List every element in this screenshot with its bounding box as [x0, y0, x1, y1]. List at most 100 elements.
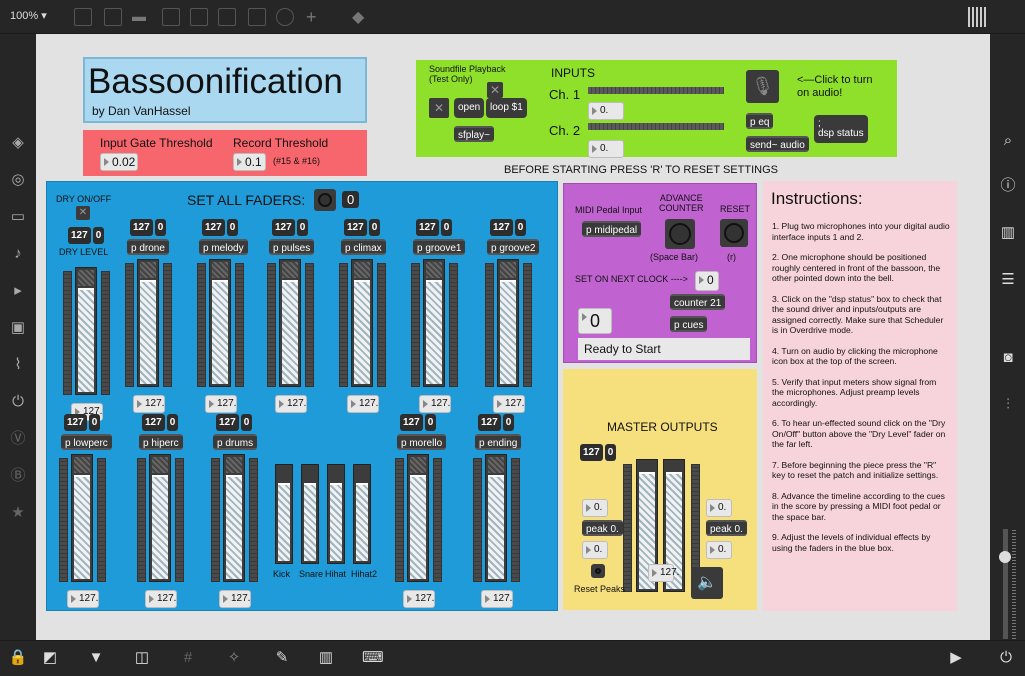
paperclip-icon[interactable]: ⌇ [14, 356, 22, 373]
row2-4-fader[interactable] [485, 454, 507, 582]
image-icon[interactable]: ▣ [10, 319, 26, 336]
v-icon[interactable]: Ⓥ [10, 430, 26, 447]
row2-1-min[interactable]: 0 [166, 414, 179, 431]
row1-5-object[interactable]: p groove1 [413, 239, 466, 255]
toggle-icon[interactable] [162, 8, 180, 26]
counter-object[interactable]: counter 21 [670, 294, 726, 310]
left-top-number[interactable]: 0. [582, 499, 608, 517]
row1-6-min[interactable]: 0 [514, 219, 527, 236]
play-icon[interactable]: ▶ [950, 649, 962, 666]
row1-3-object[interactable]: p pulses [269, 239, 315, 255]
sequence-icon[interactable]: ▸ [14, 282, 22, 299]
row1-5-min[interactable]: 0 [440, 219, 453, 236]
set-all-button[interactable] [314, 189, 336, 211]
presentation-mode-icon[interactable]: ▼ [88, 649, 104, 666]
row1-4-fader[interactable] [351, 259, 373, 387]
keyboard-icon[interactable]: ▭ [10, 208, 26, 225]
open-message[interactable]: open [454, 98, 485, 118]
drum-fader-1[interactable] [301, 464, 319, 564]
row1-6-number[interactable]: 127. [493, 395, 525, 413]
plug-icon[interactable]: ⏻ [12, 393, 24, 410]
set-all-number[interactable]: 0 [342, 191, 360, 208]
row1-3-min[interactable]: 0 [296, 219, 309, 236]
music-note-icon[interactable]: ♪ [14, 245, 22, 262]
midipedal-object[interactable]: p midipedal [582, 221, 642, 237]
left-peak-object[interactable]: peak 0. [582, 520, 623, 536]
row2-2-max[interactable]: 127 [216, 414, 239, 431]
ch1-number[interactable]: 0. [588, 102, 624, 120]
row2-3-number[interactable]: 127. [403, 590, 435, 608]
lock-icon[interactable]: 🔒 [8, 649, 28, 666]
record-threshold-number[interactable]: 0.1 [233, 153, 266, 171]
row2-0-number[interactable]: 127. [67, 590, 99, 608]
plus-icon[interactable]: + [306, 7, 317, 27]
comment-icon[interactable]: ▬ [132, 8, 146, 24]
book-icon[interactable]: ▥ [1000, 224, 1016, 241]
row1-3-fader[interactable] [279, 259, 301, 387]
object-icon[interactable] [104, 8, 122, 26]
row1-2-object[interactable]: p melody [199, 239, 248, 255]
pcues-object[interactable]: p cues [670, 316, 708, 332]
drum-fader-3[interactable] [353, 464, 371, 564]
target-icon[interactable]: ◎ [11, 171, 25, 188]
grid-toggle-icon[interactable]: # [183, 649, 193, 666]
package-icon[interactable]: ◈ [12, 134, 24, 151]
right-bottom-number[interactable]: 0. [706, 541, 732, 559]
windows-icon[interactable]: ◫ [134, 649, 150, 666]
row2-4-max[interactable]: 127 [478, 414, 501, 431]
row1-4-object[interactable]: p climax [341, 239, 386, 255]
volume-slider[interactable] [999, 529, 1011, 639]
input-gate-number[interactable]: 0.02 [100, 153, 138, 171]
right-peak-object[interactable]: peak 0. [706, 520, 747, 536]
row1-4-number[interactable]: 127. [347, 395, 379, 413]
row1-0-min[interactable]: 0 [92, 227, 105, 244]
reset-button[interactable] [720, 219, 748, 247]
row2-3-min[interactable]: 0 [424, 414, 437, 431]
row2-1-max[interactable]: 127 [142, 414, 165, 431]
row2-3-object[interactable]: p morello [397, 434, 447, 450]
row1-5-number[interactable]: 127. [419, 395, 451, 413]
row2-2-min[interactable]: 0 [240, 414, 253, 431]
row2-0-object[interactable]: p lowperc [61, 434, 112, 450]
master-level-number[interactable]: 127. [648, 564, 679, 582]
b-icon[interactable]: Ⓑ [10, 467, 26, 484]
master-pair-min[interactable]: 0 [604, 444, 617, 461]
row1-1-number[interactable]: 127. [133, 395, 165, 413]
row1-5-max[interactable]: 127 [416, 219, 439, 236]
row1-6-max[interactable]: 127 [490, 219, 513, 236]
row1-2-max[interactable]: 127 [202, 219, 225, 236]
row2-4-object[interactable]: p ending [475, 434, 522, 450]
ch2-number[interactable]: 0. [588, 140, 624, 158]
row2-0-min[interactable]: 0 [88, 414, 101, 431]
row1-3-number[interactable]: 127. [275, 395, 307, 413]
row1-4-max[interactable]: 127 [344, 219, 367, 236]
drum-fader-2[interactable] [327, 464, 345, 564]
right-top-number[interactable]: 0. [706, 499, 732, 517]
play-toggle[interactable]: ✕ [429, 98, 449, 118]
edit-icon[interactable]: ◩ [42, 649, 58, 666]
row2-2-object[interactable]: p drums [213, 434, 258, 450]
send-audio-object[interactable]: send~ audio [746, 136, 809, 152]
row2-4-number[interactable]: 127. [481, 590, 513, 608]
row1-0-fader[interactable] [75, 267, 97, 395]
info-icon[interactable]: ⓘ [1000, 177, 1016, 194]
grid-icon[interactable] [968, 7, 988, 27]
reset-peaks-button[interactable] [591, 564, 605, 578]
row1-6-object[interactable]: p groove2 [487, 239, 540, 255]
search-icon[interactable]: ⌕ [1003, 132, 1013, 149]
master-pair-value[interactable]: 127 [580, 444, 603, 461]
dsp-status-message[interactable]: ;dsp status [814, 115, 868, 143]
row1-4-min[interactable]: 0 [368, 219, 381, 236]
row1-1-max[interactable]: 127 [130, 219, 153, 236]
volume-thumb[interactable] [999, 551, 1011, 563]
row2-2-number[interactable]: 127. [219, 590, 251, 608]
list-icon[interactable]: ☰ [1001, 271, 1015, 288]
left-bottom-number[interactable]: 0. [582, 541, 608, 559]
row1-2-fader[interactable] [209, 259, 231, 387]
row2-1-fader[interactable] [149, 454, 171, 582]
row1-5-fader[interactable] [423, 259, 445, 387]
star-icon[interactable]: ★ [11, 504, 25, 521]
drum-fader-0[interactable] [275, 464, 293, 564]
row2-3-max[interactable]: 127 [400, 414, 423, 431]
peq-object[interactable]: p eq [746, 113, 774, 129]
